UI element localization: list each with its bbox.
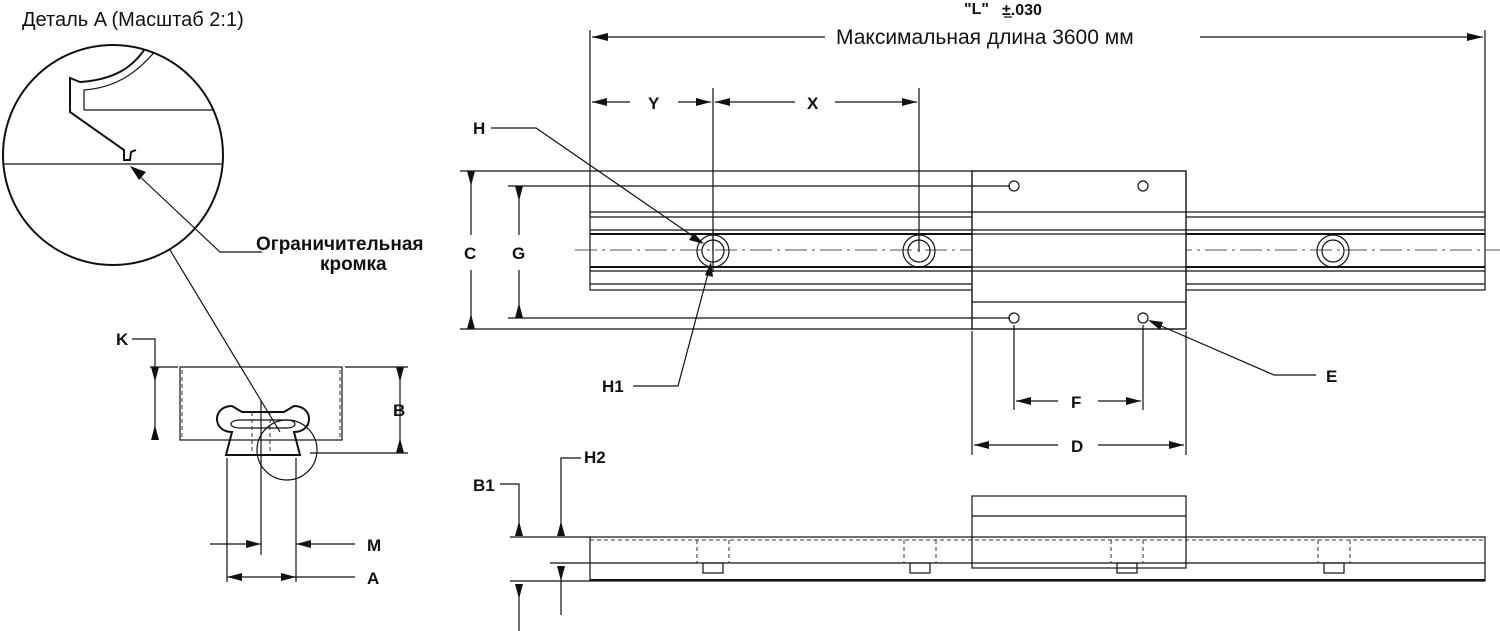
dim-label-y: Y xyxy=(648,94,660,113)
length-tolerance: ±.030 xyxy=(1002,2,1042,19)
dim-label-d: D xyxy=(1071,437,1083,456)
dim-m: M xyxy=(210,536,381,555)
dim-h1: H1 xyxy=(602,262,713,396)
dim-label-e: E xyxy=(1326,367,1337,386)
dim-label-a: A xyxy=(367,569,379,588)
side-view xyxy=(589,495,1486,582)
dim-y-x: Y X xyxy=(592,88,920,252)
dim-label-x: X xyxy=(807,94,819,113)
dim-length: "L" ±.030 Максимальная длина 3600 мм xyxy=(589,1,1486,216)
dim-label-f: F xyxy=(1071,393,1081,412)
detail-title: Деталь A (Масштаб 2:1) xyxy=(22,9,244,31)
dim-h2: H2 xyxy=(550,448,606,615)
end-view xyxy=(179,366,408,582)
dim-label-b: B xyxy=(393,401,405,420)
dim-b: B xyxy=(393,367,405,453)
dim-h: H xyxy=(473,119,704,244)
dim-label-k: K xyxy=(116,330,129,349)
dim-c-g: C G xyxy=(460,170,1010,330)
carriage-top-view xyxy=(971,170,1187,330)
dim-label-h1: H1 xyxy=(602,377,624,396)
detail-leader-line xyxy=(169,249,281,433)
dim-label-g: G xyxy=(512,244,525,263)
length-label: "L" xyxy=(964,1,989,18)
dim-label-c: C xyxy=(464,244,476,263)
dim-d: D xyxy=(971,331,1187,456)
dim-label-b1: B1 xyxy=(473,476,495,495)
dim-e: E xyxy=(1148,320,1337,386)
dim-label-h: H xyxy=(473,119,485,138)
limit-edge-leader xyxy=(130,166,262,253)
dim-label-h2: H2 xyxy=(584,448,606,467)
dim-b1: B1 xyxy=(473,476,590,631)
limit-edge-label-line1: Ограничительная xyxy=(256,234,423,255)
max-length-label: Максимальная длина 3600 мм xyxy=(836,26,1134,49)
dim-f: F xyxy=(1013,325,1144,412)
limit-edge-label-line2: кромка xyxy=(320,254,387,275)
detail-a-circle xyxy=(2,44,224,266)
dim-k: K xyxy=(116,330,178,440)
dim-a: A xyxy=(227,569,379,588)
dim-label-m: M xyxy=(367,536,381,555)
